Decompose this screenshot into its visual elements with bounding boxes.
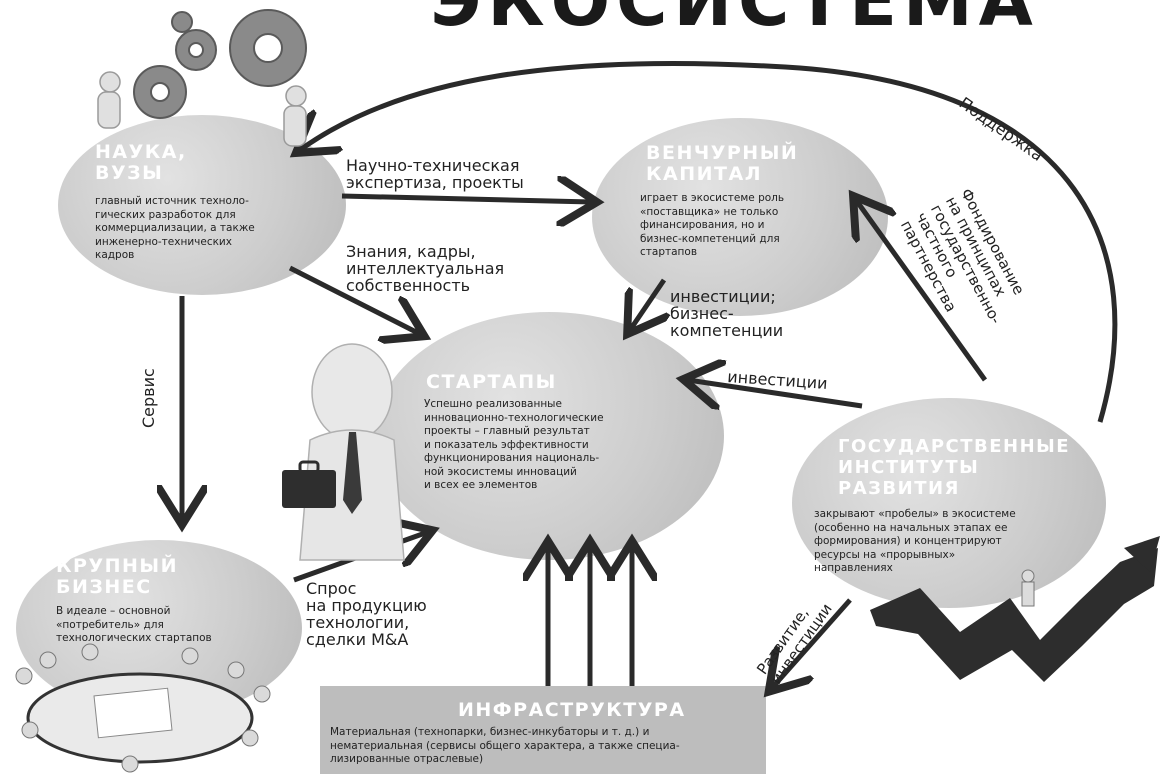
startups-title: СТАРТАПЫ [426,371,557,393]
state-title: ГОСУДАРСТВЕННЫЕ ИНСТИТУТЫ РАЗВИТИЯ [838,436,1071,499]
infrastructure-desc: Материальная (технопарки, бизнес-инкубат… [330,726,680,765]
startups-desc: Успешно реализованные инновационно-техно… [424,398,604,491]
growth-chart-icon [870,536,1160,682]
gears-icon [133,9,307,119]
arrow-state-startups [688,380,863,406]
state-desc: закрывают «пробелы» в экосистеме (особен… [814,508,1016,574]
arrow-state-science [300,60,1118,423]
arrow-state-infra [772,598,852,688]
science-desc: главный источник техноло- гических разра… [95,195,255,261]
gears-people-icon [97,71,307,147]
science-title: НАУКА, ВУЗЫ [95,141,187,184]
edge-label-science-startups: Знания, кадры, интеллектуальная собствен… [346,242,505,295]
venture-desc: играет в экосистеме роль «поставщика» не… [640,192,785,258]
edge-label-science-venture: Научно-техническая экспертиза, проекты [346,156,524,192]
venture-title: ВЕНЧУРНЫЙ КАПИТАЛ [646,142,799,185]
page-title-partial: ЭКОСИСТЕМА [430,0,1039,42]
business-desc: В идеале – основной «потребитель» для те… [56,605,212,644]
infrastructure-box [320,686,766,774]
edge-label-venture-startups: инвестиции; бизнес- компетенции [670,287,784,340]
business-title: КРУПНЫЙ БИЗНЕС [56,555,178,598]
arrow-state-venture [856,200,988,382]
venture-circle [592,118,888,316]
edge-label-science-business: Сервис [139,368,158,428]
edge-label-business-startups: Спрос на продукцию технологии, сделки M&… [306,579,427,649]
state-circle [792,398,1106,608]
arrow-venture-startups [630,278,664,330]
infrastructure-title: ИНФРАСТРУКТУРА [458,699,686,721]
businessman-icon [282,343,405,561]
meeting-table-icon [15,643,271,773]
arrow-science-startups [288,265,420,334]
arrow-science-venture [341,196,592,202]
